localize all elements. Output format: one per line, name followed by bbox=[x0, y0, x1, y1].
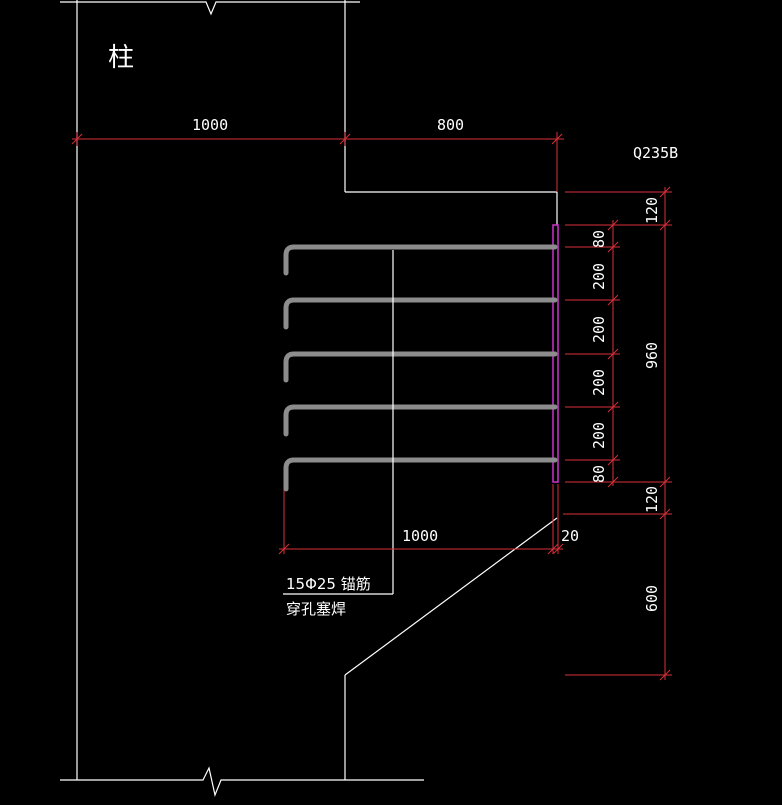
rebar-label: 15Φ25 锚筋 bbox=[286, 575, 371, 593]
dim-corbel-height: 960 bbox=[643, 342, 661, 369]
anchor-bar bbox=[283, 351, 558, 383]
material-label: Q235B bbox=[633, 144, 678, 162]
dim-spacing: 80 bbox=[590, 465, 608, 483]
dim-spacing: 200 bbox=[590, 422, 608, 449]
dim-top-margin: 120 bbox=[643, 197, 661, 224]
column-label: 柱 bbox=[108, 43, 134, 73]
dim-top-right: 800 bbox=[437, 116, 464, 134]
dim-spacing: 200 bbox=[590, 369, 608, 396]
anchor-bar bbox=[283, 244, 558, 276]
anchor-bar bbox=[283, 297, 558, 330]
dim-lower-height: 600 bbox=[643, 585, 661, 612]
dim-spacing: 80 bbox=[590, 230, 608, 248]
dim-bottom-margin: 120 bbox=[643, 486, 661, 513]
bar-length-dimension bbox=[278, 484, 564, 555]
dim-spacing: 200 bbox=[590, 316, 608, 343]
anchor-bars bbox=[283, 244, 558, 492]
rebar-leader bbox=[283, 250, 394, 595]
weld-label: 穿孔塞焊 bbox=[286, 600, 346, 618]
column-outline bbox=[60, 0, 558, 798]
top-dimension bbox=[71, 132, 564, 192]
dim-bar-length: 1000 bbox=[402, 527, 438, 545]
spacing-dimension bbox=[565, 219, 620, 488]
anchor-bar bbox=[283, 457, 558, 492]
dim-spacing: 200 bbox=[590, 263, 608, 290]
dim-plate-gap: 20 bbox=[561, 527, 579, 545]
anchor-bar bbox=[283, 404, 558, 437]
height-dimension bbox=[563, 186, 672, 681]
dim-top-left: 1000 bbox=[192, 116, 228, 134]
